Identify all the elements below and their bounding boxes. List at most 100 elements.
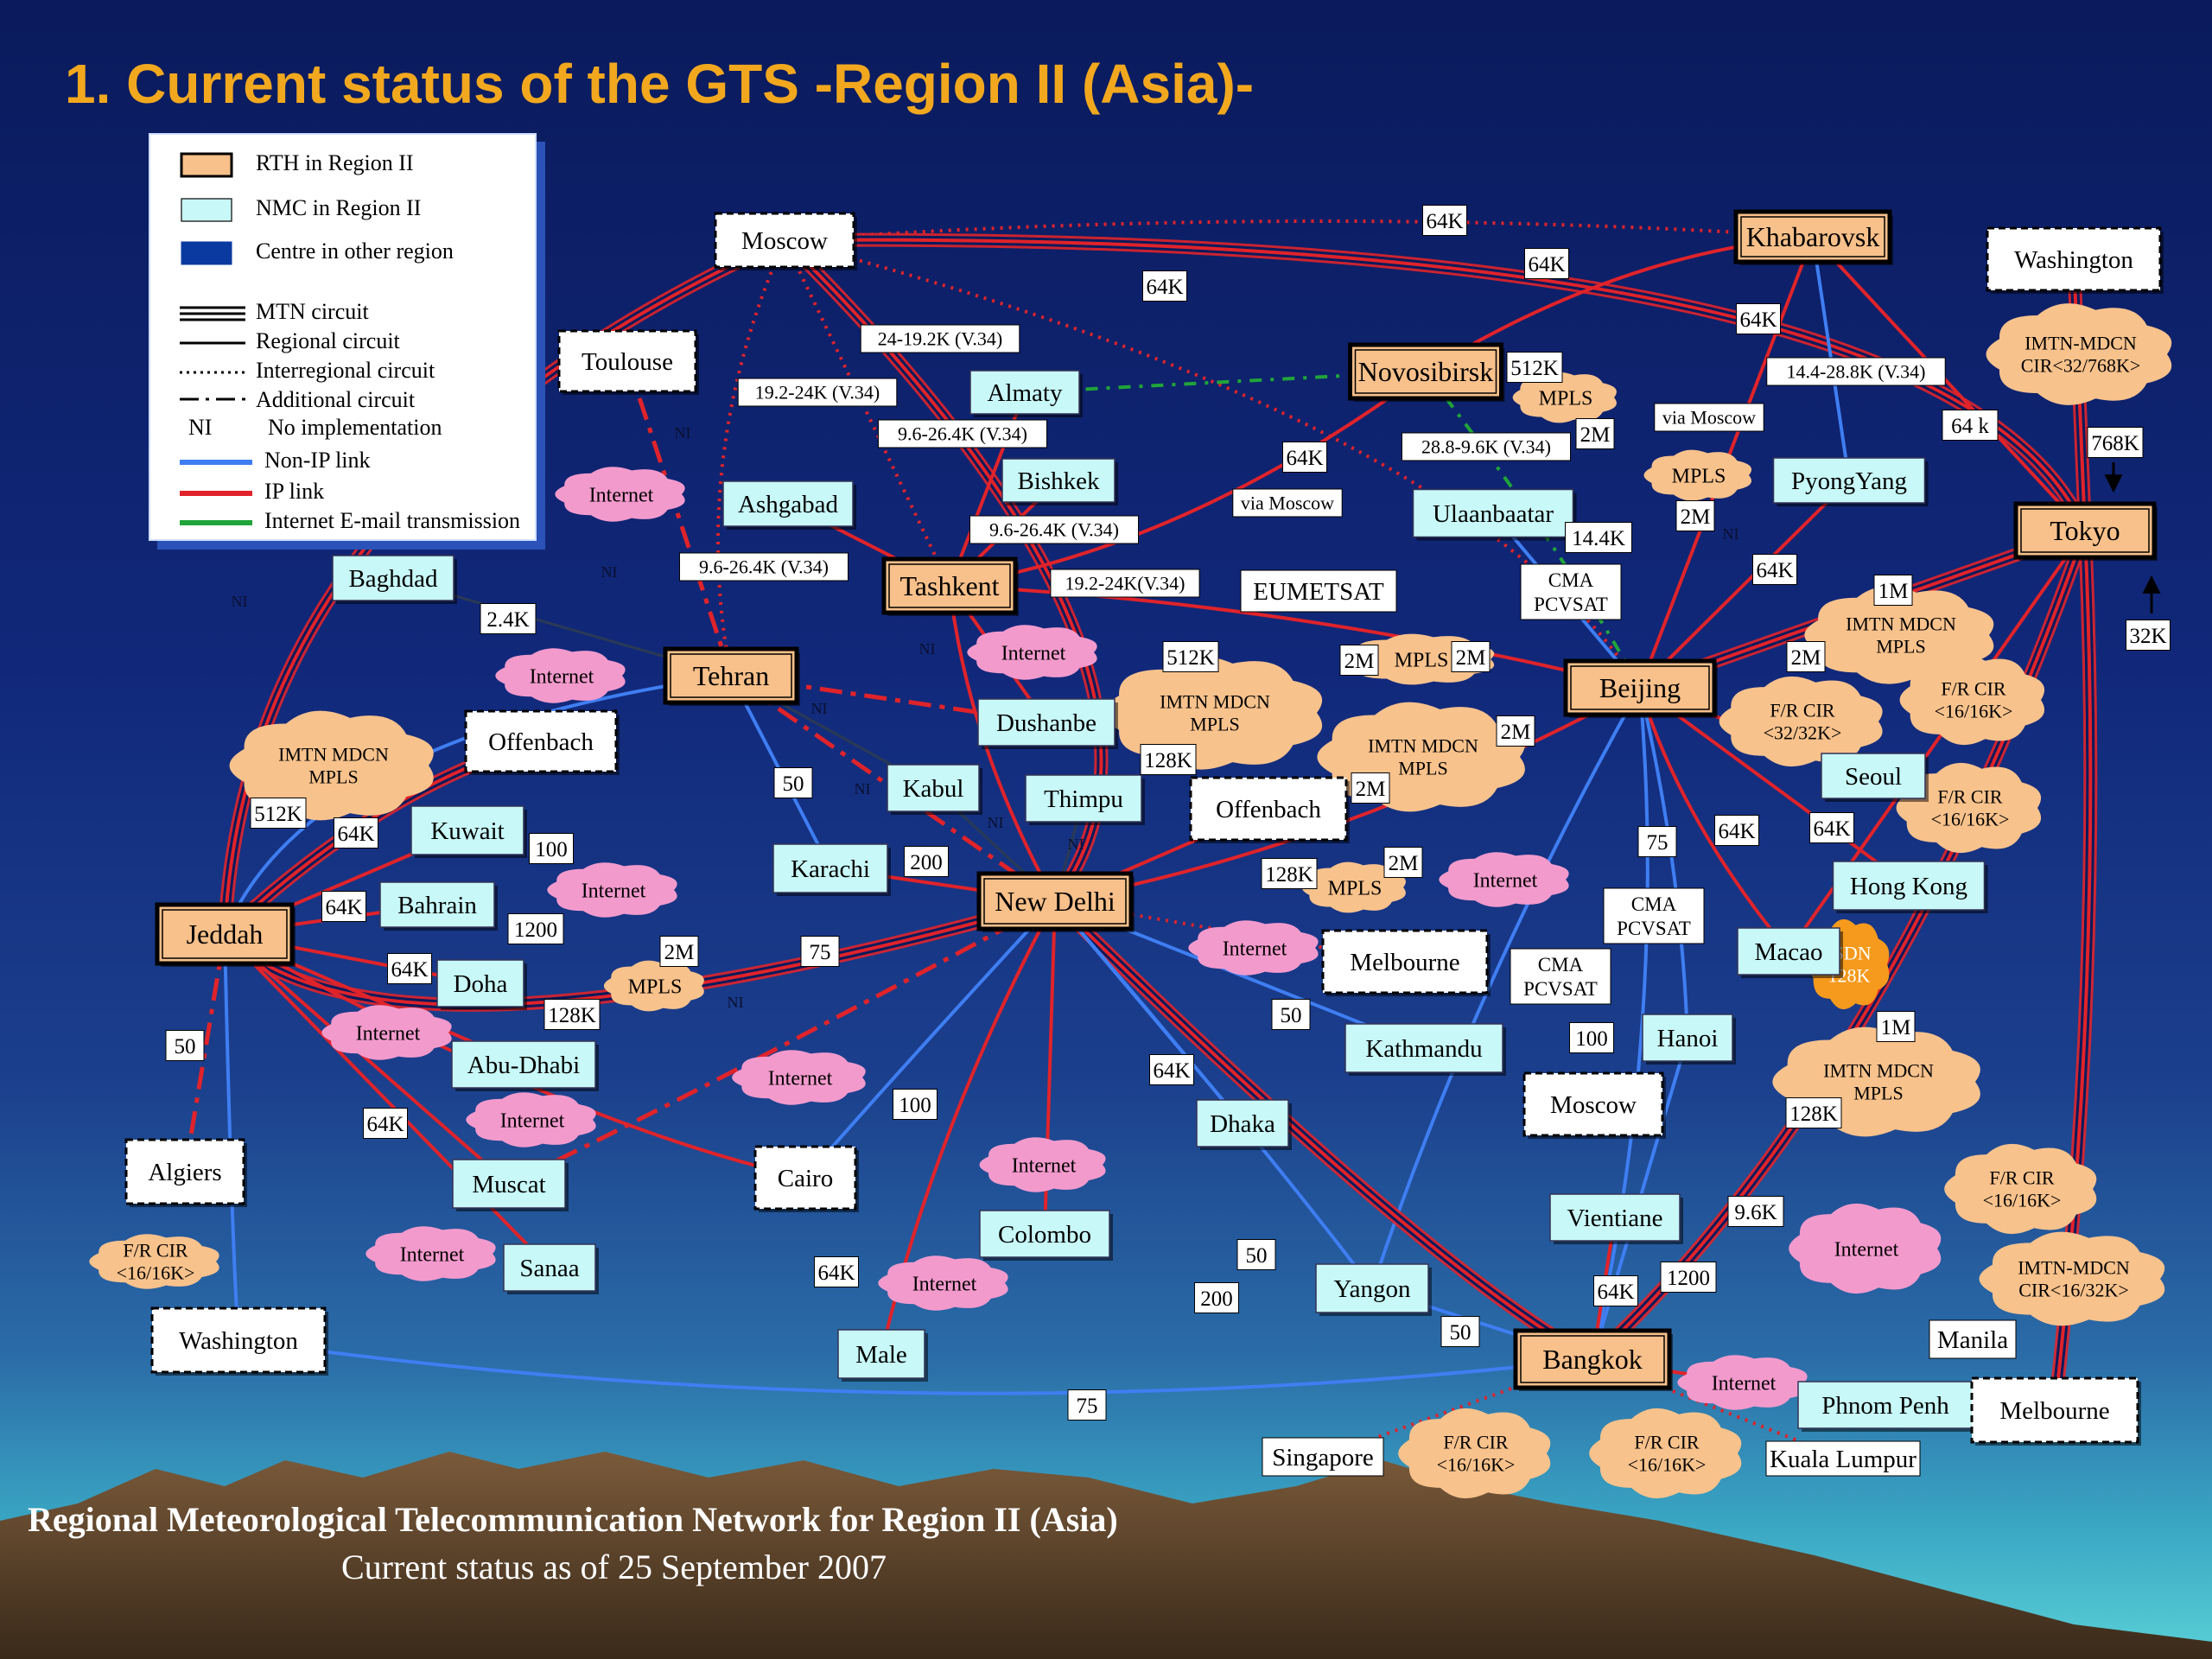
cloud-shape (732, 1050, 866, 1105)
node-singapore[interactable]: Singapore (1262, 1437, 1384, 1477)
node-phnompenh[interactable]: Phnom Penh (1797, 1381, 1976, 1432)
node-sanaa[interactable]: Sanaa (503, 1243, 599, 1294)
node-washington-top[interactable]: Washington (1986, 226, 2164, 294)
node-bishkek[interactable]: Bishkek (1001, 458, 1118, 505)
cloud-label: IMTN MDCN (278, 744, 389, 766)
svg-text:128K: 128K (548, 1004, 596, 1027)
svg-text:9.6K: 9.6K (1734, 1201, 1777, 1224)
speed-label: 64K (1809, 812, 1854, 843)
node-kualalumpur[interactable]: Kuala Lumpur (1765, 1440, 1921, 1477)
node-moscow-mid[interactable]: Moscow (1522, 1071, 1666, 1139)
node-moscow-top[interactable]: Moscow (714, 212, 857, 270)
node-algiers[interactable]: Algiers (124, 1138, 247, 1207)
cloud-shape (1103, 656, 1323, 770)
speed-label: 19.2-24K (V.34) (737, 378, 898, 407)
node-muscat[interactable]: Muscat (452, 1159, 569, 1211)
node-thimpu[interactable]: Thimpu (1025, 774, 1145, 825)
node-bahrain[interactable]: Bahrain (379, 881, 498, 931)
speed-label: 64K (363, 1108, 408, 1139)
speed-label: 50 (165, 1030, 205, 1061)
node-melbourne-mid[interactable]: Melbourne (1321, 929, 1491, 996)
node-label: Phnom Penh (1821, 1392, 1949, 1420)
node-toulouse[interactable]: Toulouse (557, 329, 699, 395)
node-label: Bishkek (1017, 467, 1100, 495)
cloud-internet: Internet (1439, 852, 1569, 907)
node-label: Kabul (903, 775, 964, 803)
legend-item-ni: NI No implementation (188, 415, 442, 440)
node-macao[interactable]: Macao (1737, 927, 1843, 978)
speed-label: 2M (1451, 641, 1491, 672)
node-kabul[interactable]: Kabul (887, 764, 982, 815)
node-label: Khabarovsk (1746, 221, 1880, 252)
cloud-label: <16/16K> (1931, 809, 2010, 830)
legend-item-email: Internet E-mail transmission (150, 506, 535, 536)
node-tehran[interactable]: Tehran (663, 646, 800, 706)
cloud-f-r-cir-32-32k-: F/R CIR<32/32K> (1719, 676, 1883, 767)
svg-text:100: 100 (899, 1094, 931, 1117)
cloud-internet: Internet (365, 1226, 496, 1281)
node-baghdad[interactable]: Baghdad (332, 555, 457, 604)
cloud-f-r-cir-16-16k-: F/R CIR<16/16K> (1896, 762, 2042, 854)
node-dushanbe[interactable]: Dushanbe (977, 698, 1118, 749)
svg-text:CMA: CMA (1548, 569, 1594, 591)
node-label: Cairo (778, 1165, 833, 1192)
node-almaty[interactable]: Almaty (969, 370, 1083, 417)
node-hanoi[interactable]: Hanoi (1642, 1014, 1736, 1065)
cloud-label: MPLS (1395, 649, 1449, 671)
legend-item-regional: Regional circuit (150, 327, 535, 356)
node-label: Tashkent (899, 570, 999, 601)
speed-label: 2M (1351, 772, 1390, 804)
node-kathmandu[interactable]: Kathmandu (1344, 1023, 1506, 1076)
cloud-shape (1439, 852, 1569, 907)
node-label: Toulouse (582, 348, 673, 376)
cloud-f-r-cir-16-16k-: F/R CIR<16/16K> (1589, 1408, 1742, 1499)
node-ashgabad[interactable]: Ashgabad (722, 480, 856, 530)
node-ulaanbaatar[interactable]: Ulaanbaatar (1412, 488, 1577, 541)
node-label: Sanaa (519, 1255, 579, 1282)
node-yangon[interactable]: Yangon (1315, 1263, 1432, 1316)
node-khabarovsk[interactable]: Khabarovsk (1733, 209, 1893, 265)
node-doha[interactable]: Doha (436, 959, 527, 1010)
speed-label: 9.6-26.4K (V.34) (877, 419, 1048, 448)
node-tokyo[interactable]: Tokyo (2013, 501, 2158, 561)
node-eumetsat[interactable]: EUMETSAT (1240, 569, 1397, 613)
speed-label: 64K (1736, 303, 1781, 334)
cloud-mpls: MPLS (1512, 372, 1617, 423)
link-jeddah-muscat (223, 932, 511, 1185)
cloud-shape (1804, 586, 1994, 684)
node-novosibirsk[interactable]: Novosibirsk (1348, 342, 1505, 402)
speed-label: 64K (387, 953, 432, 984)
node-tashkent[interactable]: Tashkent (881, 556, 1019, 616)
node-karachi[interactable]: Karachi (772, 843, 891, 896)
cloud-label: Internet (1834, 1238, 1899, 1261)
link-moscow-top-tokyo (784, 232, 2092, 534)
node-dhaka[interactable]: Dhaka (1196, 1099, 1292, 1150)
cloud-label: MPLS (1853, 1083, 1903, 1104)
svg-text:64K: 64K (366, 1113, 404, 1136)
speed-label: 50 (1440, 1316, 1480, 1347)
svg-text:64K: 64K (1153, 1059, 1190, 1083)
node-beijing[interactable]: Beijing (1563, 658, 1718, 718)
node-bangkok[interactable]: Bangkok (1513, 1328, 1673, 1391)
node-manila[interactable]: Manila (1929, 1319, 2017, 1359)
node-melbourne-bottom[interactable]: Melbourne (1970, 1376, 2141, 1446)
node-offenbach-mid[interactable]: Offenbach (1189, 776, 1350, 843)
svg-text:100: 100 (1575, 1027, 1608, 1051)
speed-label: 32K (2126, 620, 2171, 651)
node-colombo[interactable]: Colombo (979, 1210, 1113, 1261)
node-newdelhi[interactable]: New Delhi (976, 871, 1135, 932)
node-male[interactable]: Male (837, 1329, 928, 1382)
legend-item-nmc: NMC in Region II (150, 194, 535, 223)
node-seoul[interactable]: Seoul (1821, 753, 1929, 802)
node-washington-bottom[interactable]: Washington (150, 1306, 328, 1376)
node-offenbach-left[interactable]: Offenbach (464, 709, 620, 775)
node-abudhabi[interactable]: Abu-Dhabi (451, 1040, 599, 1091)
node-vientiane[interactable]: Vientiane (1549, 1193, 1683, 1244)
node-kuwait[interactable]: Kuwait (410, 805, 527, 858)
node-pyongyang[interactable]: PyongYang (1772, 457, 1929, 506)
node-jeddah[interactable]: Jeddah (155, 902, 296, 967)
node-cairo[interactable]: Cairo (753, 1145, 859, 1212)
rth-box-icon (180, 152, 233, 178)
node-hongkong[interactable]: Hong Kong (1832, 861, 1988, 913)
